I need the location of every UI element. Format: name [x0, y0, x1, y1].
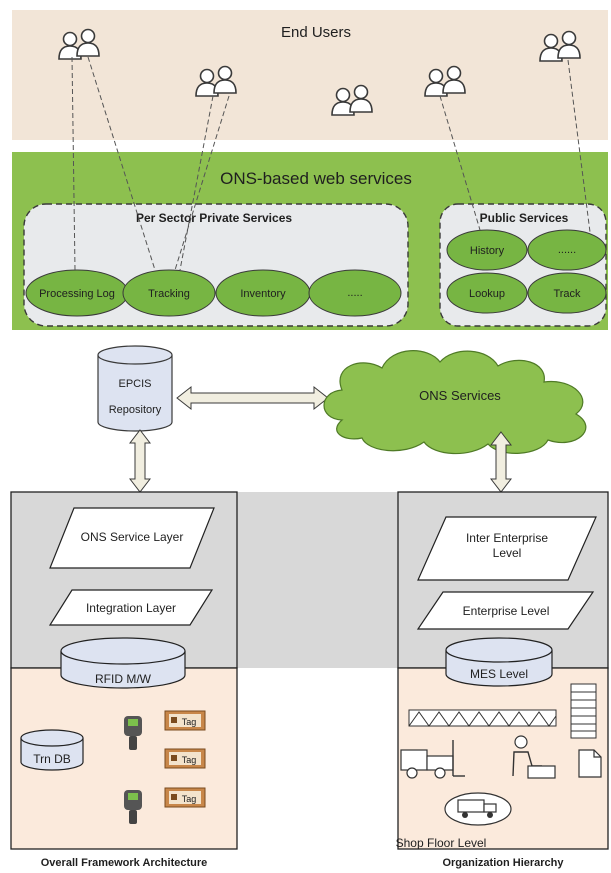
- service-lookup-label: Lookup: [469, 288, 505, 300]
- private-services-title: Per Sector Private Services: [136, 211, 292, 225]
- rfid-tag-icon: [164, 710, 206, 731]
- mes-level-label: MES Level: [470, 667, 528, 681]
- inter-enterprise-label-line2: Level: [493, 546, 522, 560]
- rfid-mw-label: RFID M/W: [95, 672, 152, 686]
- ons-service-layer-label: ONS Service Layer: [81, 530, 184, 544]
- epcis-label-line1: EPCIS: [118, 378, 151, 390]
- mes-level-cylinder: [445, 637, 553, 687]
- service-public-more: [527, 229, 607, 271]
- ons-service-layer-shape: [49, 507, 215, 569]
- end-users-title: End Users: [281, 24, 351, 41]
- service-history-label: History: [470, 245, 505, 257]
- service-track-label: Track: [553, 288, 581, 300]
- double-arrow-right-vertical: [489, 431, 513, 493]
- handheld-reader-icon: [124, 790, 142, 824]
- service-tracking-label: Tracking: [148, 288, 190, 300]
- enterprise-level-shape: [416, 591, 595, 630]
- ons-services-cloud: [323, 350, 587, 455]
- worker-icon: [512, 735, 556, 779]
- conveyor-icon: [408, 709, 557, 727]
- trn-db-label: Trn DB: [33, 752, 71, 766]
- epcis-label-line2: Repository: [109, 404, 162, 416]
- forklift-icon: [400, 740, 465, 779]
- service-inventory-label: Inventory: [240, 288, 286, 300]
- shop-floor-level-label: Shop Floor Level: [396, 836, 487, 850]
- inter-enterprise-label-line1: Inter Enterprise: [466, 531, 548, 545]
- service-tracking: [122, 269, 216, 317]
- tag-label: Tag: [182, 755, 197, 765]
- inter-enterprise-shape: [417, 516, 597, 581]
- service-more-label: .....: [347, 287, 362, 299]
- service-public-more-label: ......: [558, 244, 576, 256]
- rfid-tag-icon: [164, 748, 206, 769]
- integration-layer-label: Integration Layer: [86, 601, 176, 615]
- double-arrow-left-vertical: [128, 429, 152, 493]
- public-services-title: Public Services: [480, 211, 569, 225]
- service-processing-log-label: Processing Log: [39, 288, 115, 300]
- left-caption: Overall Framework Architecture: [41, 857, 208, 869]
- service-history: [446, 229, 528, 271]
- service-more: [308, 269, 402, 317]
- ons-services-label: ONS Services: [419, 388, 501, 403]
- trn-db-cylinder: [20, 729, 84, 771]
- tag-label: Tag: [182, 794, 197, 804]
- enterprise-level-label: Enterprise Level: [463, 604, 550, 618]
- double-arrow-horizontal: [176, 385, 329, 411]
- rfid-tag-icon: [164, 787, 206, 808]
- service-lookup: [446, 272, 528, 314]
- epcis-repository: [97, 345, 173, 432]
- truck-icon: [444, 792, 512, 826]
- end-users-band: [12, 10, 608, 140]
- tag-label: Tag: [182, 717, 197, 727]
- right-caption: Organization Hierarchy: [442, 857, 564, 869]
- ons-web-services-title: ONS-based web services: [220, 169, 412, 188]
- document-icon: [578, 749, 602, 778]
- middle-gray-strip: [237, 492, 398, 668]
- rfid-mw-cylinder: [60, 637, 186, 689]
- server-rack-icon: [570, 683, 597, 739]
- handheld-reader-icon: [124, 716, 142, 750]
- user-service-connectors: [71, 56, 591, 271]
- integration-layer-shape: [48, 589, 214, 626]
- service-track: [527, 272, 607, 314]
